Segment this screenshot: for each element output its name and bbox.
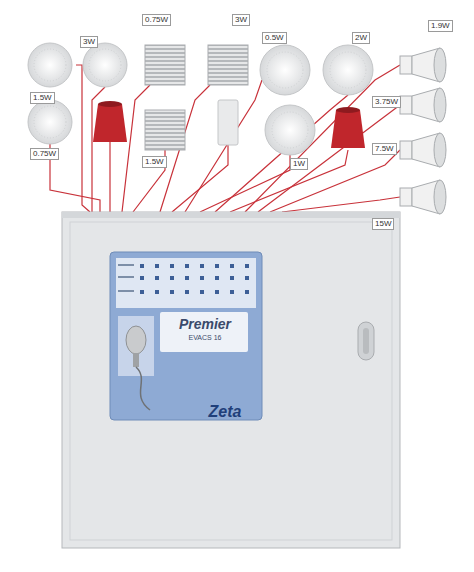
wattage-label: 7.5W	[372, 143, 397, 155]
ceiling-speakers	[28, 43, 373, 155]
wattage-label: 15W	[372, 218, 394, 230]
wattage-label: 0.75W	[30, 148, 59, 160]
horn-speakers	[400, 48, 446, 214]
wattage-label: 3.75W	[372, 96, 401, 108]
brand-logo: Zeta	[190, 402, 260, 421]
panel-text: EVACS 16	[162, 334, 248, 342]
wattage-label: 3W	[80, 36, 98, 48]
wattage-label: 1.5W	[142, 156, 167, 168]
control-panel	[62, 212, 400, 548]
wattage-label: 0.75W	[142, 14, 171, 26]
wattage-label: 1.5W	[30, 92, 55, 104]
wattage-label: 3W	[232, 14, 250, 26]
wattage-label: 2W	[352, 32, 370, 44]
red-sounders	[93, 101, 365, 148]
grille-speakers	[145, 45, 248, 150]
panel-text: Premier	[162, 316, 248, 333]
wattage-label: 1W	[290, 158, 308, 170]
control-panel-node: PremierEVACS 16 Zeta	[62, 212, 400, 548]
wattage-label: 0.5W	[262, 32, 287, 44]
wattage-label: 1.9W	[428, 20, 453, 32]
